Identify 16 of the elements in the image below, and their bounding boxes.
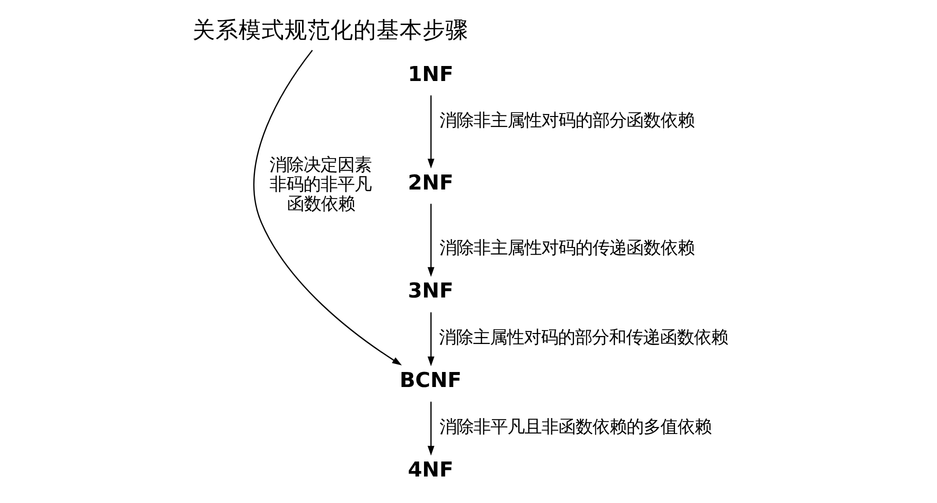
edge-label: 消除决定因素非码的非平凡函数依赖 [269,154,372,214]
edge-label: 消除非平凡且非函数依赖的多值依赖 [439,416,712,437]
node-text: 4NF [407,457,453,482]
node-text: 关系模式规范化的基本步骤 [192,16,468,43]
node-text: 1NF [407,61,453,86]
arrow [427,401,434,456]
edge-label: 消除非主属性对码的部分函数依赖 [439,110,694,131]
node-text: 3NF [407,278,453,302]
arrow [427,312,434,366]
arrow [253,49,402,365]
edge-label: 消除主属性对码的部分和传递函数依赖 [438,328,728,348]
edge-label: 消除非主属性对码的传递函数依赖 [439,238,694,258]
node-text: 2NF [407,170,453,194]
arrow [427,94,434,168]
arrow [427,203,434,276]
node-text: BCNF [399,368,462,392]
